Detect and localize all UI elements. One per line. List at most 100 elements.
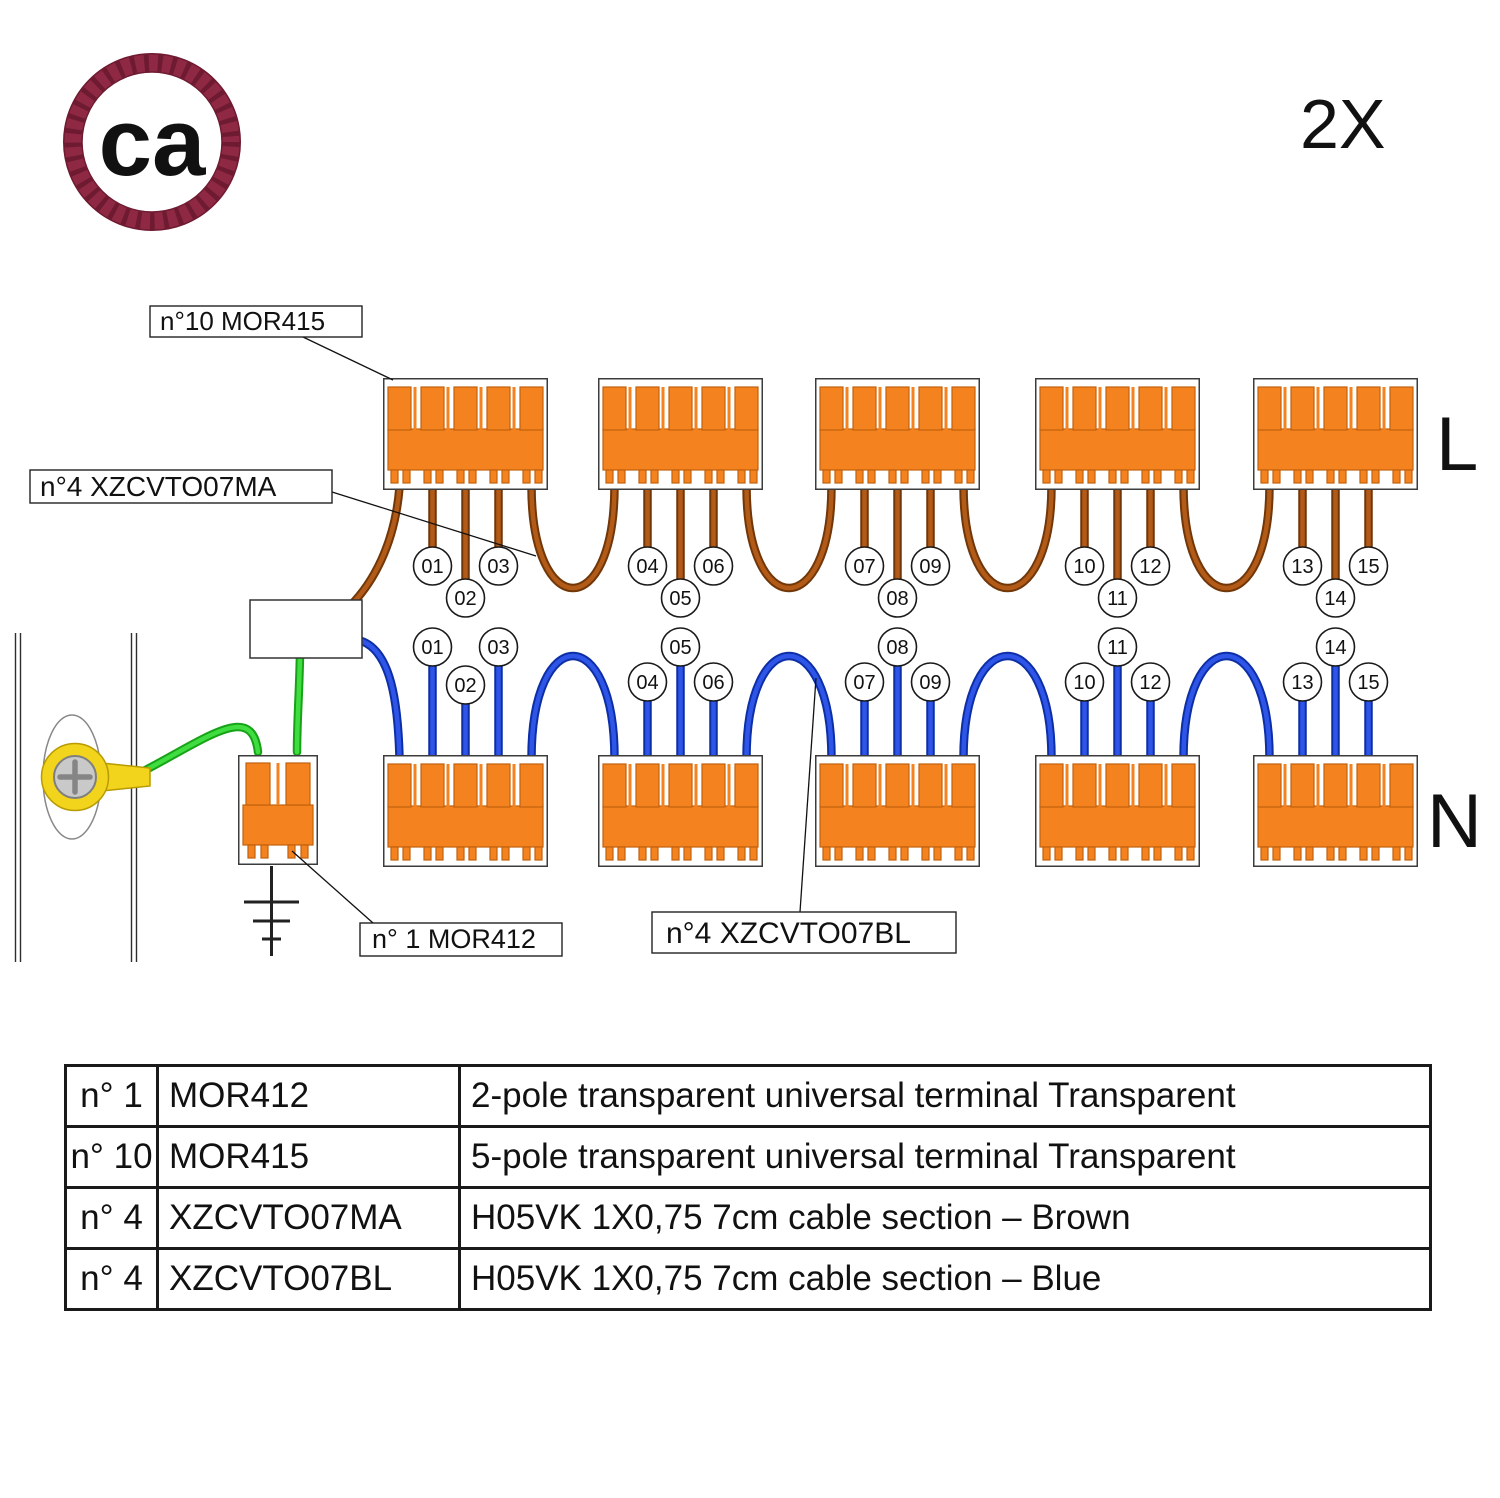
- terminal-block-5pole-l2: [598, 378, 763, 490]
- terminal-block-5pole-n5: [1253, 755, 1418, 867]
- wire-number-l-12: 12: [1130, 546, 1171, 586]
- terminal-block-2pole-earth: [238, 755, 318, 865]
- wire-number-circle: [1097, 627, 1138, 667]
- wire-number-circle: [1097, 578, 1138, 618]
- wire-number-text: 08: [886, 588, 908, 610]
- wire-number-text: 11: [1107, 588, 1128, 610]
- blue-jumper-wire: [527, 652, 619, 763]
- brown-jumper-wire-core: [1181, 483, 1272, 590]
- part-qty: n° 1: [64, 1064, 159, 1128]
- logo-rope-strands: [64, 54, 240, 230]
- blue-feed-wire-core: [355, 637, 402, 760]
- part-desc: 2-pole transparent universal terminal Tr…: [458, 1064, 1432, 1128]
- callout-pointer-lines: [291, 336, 817, 924]
- wire-number-text: 11: [1107, 637, 1128, 659]
- wire-number-circle: [1315, 627, 1356, 667]
- terminal-block-5pole-l3: [815, 378, 980, 490]
- brown-jumper-wire: [742, 481, 836, 592]
- callout-mor412: n° 1 MOR412: [359, 922, 563, 957]
- line-l-label: L: [1436, 402, 1478, 487]
- parts-row: n° 4 XZCVTO07BL H05VK 1X0,75 7cm cable s…: [64, 1247, 1432, 1311]
- wire-number-n-04: 04: [627, 662, 668, 702]
- wall-lines: [14, 633, 138, 962]
- wire-number-circle: [445, 665, 486, 705]
- callout-xzcvto07ma: n°4 XZCVTO07MA: [29, 469, 333, 504]
- wire-number-l-08: 08: [877, 578, 918, 618]
- wire-number-circle: [1130, 546, 1171, 586]
- wire-number-text: 07: [853, 672, 875, 694]
- wire-number-l-09: 09: [910, 546, 951, 586]
- wire-number-n-07: 07: [844, 662, 885, 702]
- wire-number-text: 05: [669, 637, 691, 659]
- wire-number-text: 03: [487, 556, 509, 578]
- wire-number-circle: [412, 627, 453, 667]
- callout-mor415: n°10 MOR415: [149, 305, 363, 338]
- wire-number-text: 03: [487, 637, 509, 659]
- wire-number-text: 15: [1357, 556, 1379, 578]
- brown-jumper-wire-core: [529, 483, 617, 590]
- brown-jumper-wire: [1179, 481, 1274, 592]
- wire-number-text: 07: [853, 556, 875, 578]
- brown-jumper-wire-core: [744, 483, 834, 590]
- wire-number-text: 04: [636, 556, 658, 578]
- wire-number-circle: [1348, 546, 1389, 586]
- cable-junction-box: [249, 599, 363, 659]
- wire-number-n-14: 14: [1315, 627, 1356, 667]
- wire-number-l-10: 10: [1064, 546, 1105, 586]
- terminal-blocks: [238, 378, 1418, 867]
- brown-jumper-wire-core: [961, 483, 1054, 590]
- blue-jumper-wire: [1179, 652, 1274, 763]
- wire-number-circle: [478, 546, 519, 586]
- part-desc: H05VK 1X0,75 7cm cable section – Blue: [458, 1247, 1432, 1311]
- part-desc: 5-pole transparent universal terminal Tr…: [458, 1125, 1432, 1189]
- wire-number-n-03: 03: [478, 627, 519, 667]
- callout-mor415-text: n°10 MOR415: [160, 306, 325, 336]
- terminal-block-5pole-n2: [598, 755, 763, 867]
- parts-row: n° 1 MOR412 2-pole transparent universal…: [64, 1064, 1432, 1128]
- wire-number-circle: [627, 662, 668, 702]
- lug-ring: [41, 743, 109, 811]
- wire-number-n-08: 08: [877, 627, 918, 667]
- wiring-diagram: 0101020203030404050506060707080809091010…: [14, 53, 1482, 962]
- wire-number-circle: [445, 578, 486, 618]
- callout-xzcvto07bl: n°4 XZCVTO07BL: [651, 911, 957, 954]
- brand-logo: ca: [63, 53, 241, 231]
- wire-number-text: 14: [1324, 588, 1346, 610]
- wire-number-text: 09: [919, 672, 941, 694]
- blue-jumper-wire: [742, 652, 836, 763]
- wire-number-text: 13: [1291, 672, 1313, 694]
- callout-mor412-text: n° 1 MOR412: [372, 924, 536, 954]
- blue-jumper-wire-core: [1181, 654, 1272, 761]
- wire-number-text: 10: [1073, 556, 1095, 578]
- wire-number-n-10: 10: [1064, 662, 1105, 702]
- brown-jumper-wire: [527, 481, 619, 592]
- terminal-block-5pole-n3: [815, 755, 980, 867]
- wire-number-l-14: 14: [1315, 578, 1356, 618]
- green-earth-wire-lug-core: [133, 724, 261, 778]
- terminal-block-5pole-l4: [1035, 378, 1200, 490]
- wire-number-l-07: 07: [844, 546, 885, 586]
- wire-number-text: 13: [1291, 556, 1313, 578]
- wire-number-l-15: 15: [1348, 546, 1389, 586]
- wire-number-circle: [877, 578, 918, 618]
- wire-number-l-13: 13: [1282, 546, 1323, 586]
- wire-number-text: 14: [1324, 637, 1346, 659]
- wire-number-labels: 0101020203030404050506060707080809091010…: [412, 546, 1389, 705]
- wire-number-circle: [693, 546, 734, 586]
- wire-number-text: 05: [669, 588, 691, 610]
- wire-number-circle: [693, 662, 734, 702]
- wire-number-circle: [660, 627, 701, 667]
- wire-number-text: 06: [702, 556, 724, 578]
- wire-number-l-03: 03: [478, 546, 519, 586]
- wire-number-text: 06: [702, 672, 724, 694]
- wire-number-circle: [1130, 662, 1171, 702]
- wire-number-l-01: 01: [412, 546, 453, 586]
- part-code: XZCVTO07BL: [156, 1247, 461, 1311]
- wire-number-n-15: 15: [1348, 662, 1389, 702]
- wire-number-n-06: 06: [693, 662, 734, 702]
- wire-number-circle: [877, 627, 918, 667]
- wire-number-n-02: 02: [445, 665, 486, 705]
- callout-xzcvto07ma-text: n°4 XZCVTO07MA: [40, 471, 277, 502]
- wire-number-n-11: 11: [1097, 627, 1138, 667]
- part-qty: n° 10: [64, 1125, 159, 1189]
